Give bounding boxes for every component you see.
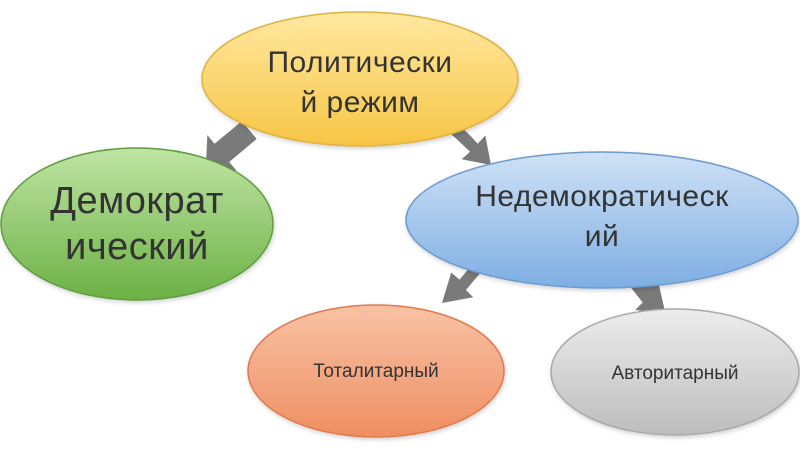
nondemocratic-ellipse bbox=[405, 151, 799, 289]
node-democratic: Демократ ический bbox=[0, 147, 274, 301]
totalitarian-label: Тоталитарный bbox=[313, 361, 438, 382]
arrow-to-democratic bbox=[206, 120, 257, 171]
political-regime-ellipse bbox=[201, 11, 519, 147]
authoritarian-label: Авторитарный bbox=[612, 363, 739, 384]
node-political-regime: Политически й режим bbox=[201, 11, 519, 147]
nondemocratic-label-line1: Недемократическ bbox=[475, 180, 729, 213]
node-totalitarian: Тоталитарный bbox=[247, 304, 505, 438]
nondemocratic-label-line2: ий bbox=[585, 220, 620, 253]
democratic-label-line2: ический bbox=[65, 226, 209, 268]
democratic-label-line1: Демократ bbox=[50, 180, 224, 222]
political-regime-label-line1: Политически bbox=[267, 46, 452, 79]
node-nondemocratic: Недемократическ ий bbox=[405, 151, 799, 289]
democratic-ellipse bbox=[0, 147, 274, 301]
political-regime-label-line2: й режим bbox=[300, 86, 419, 119]
node-authoritarian: Авторитарный bbox=[550, 308, 800, 436]
authoritarian-ellipse bbox=[550, 308, 800, 436]
totalitarian-ellipse bbox=[247, 304, 505, 438]
